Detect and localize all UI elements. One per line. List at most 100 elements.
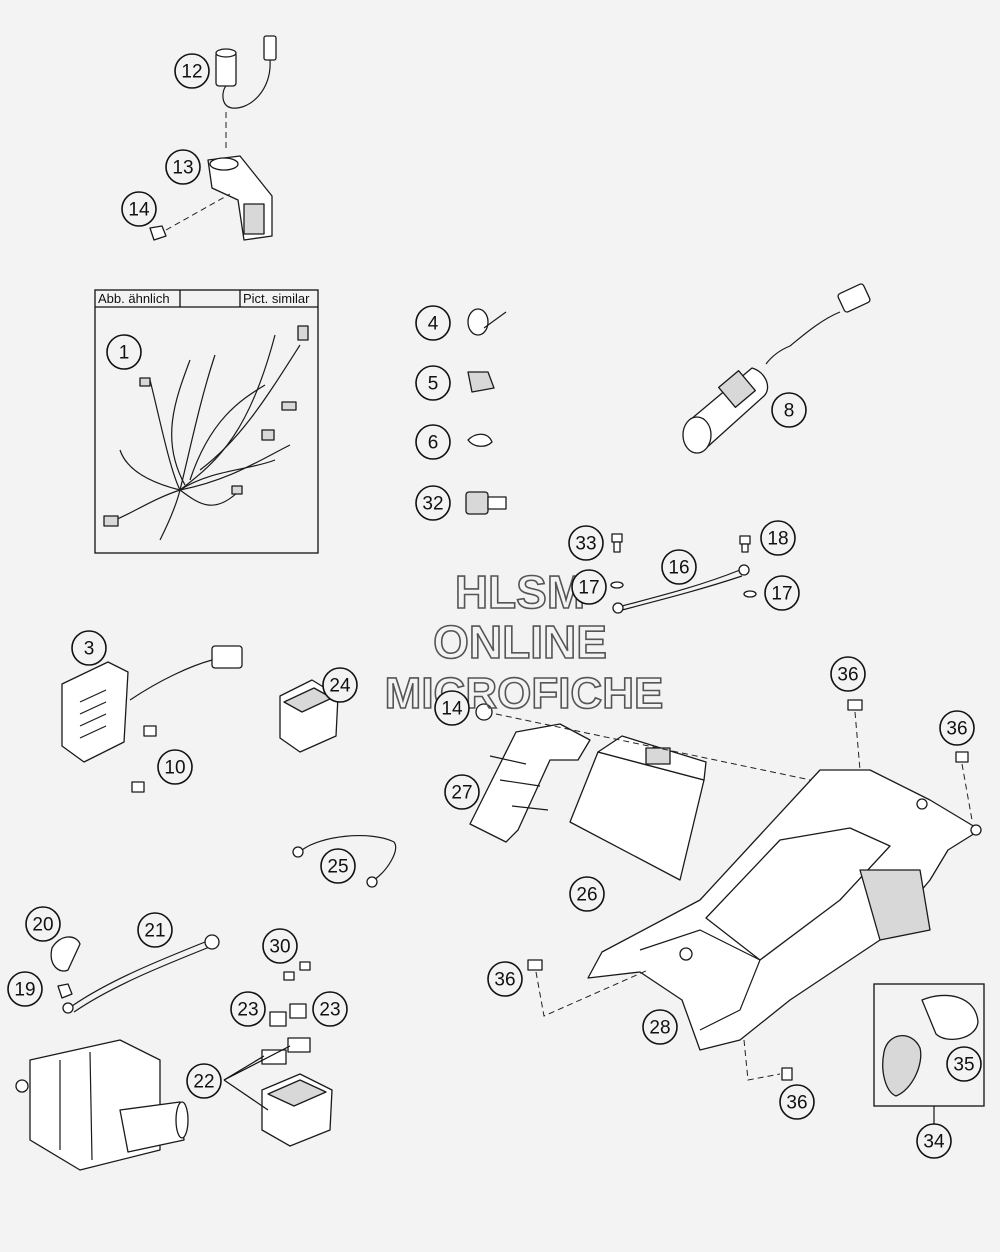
svg-text:36: 36 (837, 665, 858, 686)
part-1-wiring-harness-box (94, 289, 319, 554)
part-33-screw (611, 533, 623, 553)
callout-27: 27 (444, 774, 480, 810)
svg-text:36: 36 (946, 719, 967, 740)
part-3-voltage-regulator (61, 645, 243, 763)
part-4-cable-tie (467, 308, 507, 336)
callout-36-bottom: 36 (779, 1084, 815, 1120)
svg-text:19: 19 (14, 980, 35, 1001)
callout-30: 30 (262, 928, 298, 964)
part-36-screws (527, 699, 973, 1081)
svg-text:4: 4 (428, 314, 439, 335)
box-label-english: Pict. similar (243, 291, 310, 306)
part-24-relay-cover (279, 679, 339, 753)
part-25-cable (292, 835, 397, 888)
svg-text:24: 24 (329, 676, 351, 697)
svg-text:33: 33 (575, 534, 596, 555)
callout-5: 5 (415, 365, 451, 401)
callout-8: 8 (771, 392, 807, 428)
callout-20: 20 (25, 906, 61, 942)
callout-17-left: 17 (571, 569, 607, 605)
part-30-screws (283, 961, 311, 981)
part-21-starter-cable (62, 934, 220, 1014)
callout-36-left: 36 (487, 961, 523, 997)
callout-17-right: 17 (764, 575, 800, 611)
svg-text:16: 16 (668, 558, 689, 579)
callout-13: 13 (165, 149, 201, 185)
callout-3: 3 (71, 630, 107, 666)
callout-4: 4 (415, 305, 451, 341)
callout-14: 14 (121, 191, 157, 227)
callout-19: 19 (7, 971, 43, 1007)
part-23-fuses (269, 1003, 307, 1027)
svg-text:10: 10 (164, 758, 185, 779)
svg-text:14: 14 (128, 200, 150, 221)
callout-22: 22 (186, 1063, 222, 1099)
svg-text:13: 13 (172, 158, 193, 179)
callout-36-top: 36 (830, 656, 866, 692)
callout-36-right: 36 (939, 710, 975, 746)
svg-text:32: 32 (422, 494, 443, 515)
part-34-35-rubber-set (873, 983, 985, 1126)
svg-text:28: 28 (649, 1018, 670, 1039)
svg-text:12: 12 (181, 62, 202, 83)
part-14-nut-top (149, 193, 231, 241)
callout-32: 32 (415, 485, 451, 521)
svg-text:14: 14 (441, 699, 463, 720)
svg-text:8: 8 (784, 401, 795, 422)
part-6-clip (467, 433, 493, 447)
callout-12: 12 (174, 53, 210, 89)
part-22-starter-relay (223, 1037, 333, 1147)
part-10-screws (131, 725, 157, 793)
part-12-connector-cable (215, 35, 277, 150)
svg-text:34: 34 (923, 1132, 945, 1153)
callout-21: 21 (137, 912, 173, 948)
callout-23-left: 23 (230, 991, 266, 1027)
callout-34: 34 (916, 1123, 952, 1159)
callout-14-lower: 14 (434, 690, 470, 726)
callout-6: 6 (415, 424, 451, 460)
callout-16: 16 (661, 549, 697, 585)
callout-23-right: 23 (312, 991, 348, 1027)
starter-motor (15, 1039, 189, 1171)
svg-text:26: 26 (576, 885, 597, 906)
svg-text:25: 25 (327, 857, 348, 878)
callout-28: 28 (642, 1009, 678, 1045)
watermark-line-3: MICROFICHE (385, 669, 664, 718)
svg-text:23: 23 (319, 1000, 340, 1021)
part-14-nut-lower (475, 703, 493, 721)
harness-wires (103, 325, 309, 541)
svg-text:5: 5 (428, 374, 439, 395)
callout-24: 24 (322, 667, 358, 703)
svg-text:17: 17 (578, 578, 599, 599)
callout-26: 26 (569, 876, 605, 912)
svg-text:36: 36 (494, 970, 515, 991)
watermark-line-1: HLSM (455, 566, 585, 618)
callout-35: 35 (946, 1046, 982, 1082)
box-label-german: Abb. ähnlich (98, 291, 170, 306)
svg-text:1: 1 (119, 343, 130, 364)
svg-text:35: 35 (953, 1055, 974, 1076)
part-17-washers (610, 581, 757, 598)
part-28-battery-holder (587, 769, 982, 1051)
svg-text:17: 17 (771, 584, 792, 605)
callout-10: 10 (157, 749, 193, 785)
svg-text:21: 21 (144, 921, 165, 942)
part-8-capacitor (682, 283, 871, 454)
part-32-connector (465, 491, 507, 515)
callout-1: 1 (106, 334, 142, 370)
watermark: HLSM ONLINE MICROFICHE (384, 565, 664, 719)
part-19-nut (57, 983, 73, 999)
svg-text:20: 20 (32, 915, 53, 936)
part-16-ground-cable (612, 564, 750, 614)
part-18-screw (739, 535, 751, 553)
svg-text:36: 36 (786, 1093, 807, 1114)
callout-18: 18 (760, 520, 796, 556)
part-5-clip (467, 371, 495, 393)
watermark-line-2: ONLINE (433, 616, 607, 668)
callout-25: 25 (320, 848, 356, 884)
svg-text:23: 23 (237, 1000, 258, 1021)
svg-text:18: 18 (767, 529, 788, 550)
svg-text:6: 6 (428, 433, 439, 454)
part-26-battery (569, 735, 707, 881)
